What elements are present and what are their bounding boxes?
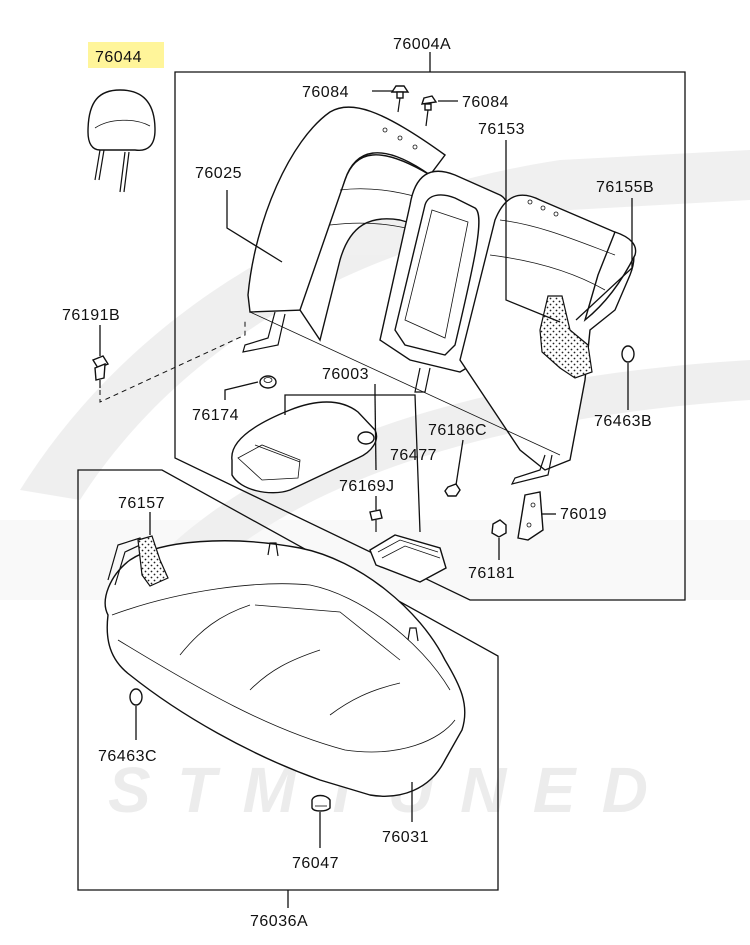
leader-lines bbox=[99, 52, 633, 908]
bracket-76019[interactable] bbox=[517, 491, 544, 541]
bolt-76191b[interactable] bbox=[91, 355, 110, 388]
label-76157[interactable]: 76157 bbox=[118, 495, 165, 512]
label-76031[interactable]: 76031 bbox=[382, 829, 429, 846]
armrest-part[interactable] bbox=[231, 401, 378, 494]
label-76084-right[interactable]: 76084 bbox=[462, 94, 509, 111]
label-76019[interactable]: 76019 bbox=[560, 506, 607, 523]
clip-76174[interactable] bbox=[259, 375, 277, 389]
trim-bracket-part[interactable] bbox=[539, 295, 593, 379]
label-76153[interactable]: 76153 bbox=[478, 121, 525, 138]
hinge-bracket-76477[interactable] bbox=[369, 534, 447, 583]
headrest-part[interactable] bbox=[87, 89, 156, 193]
label-76463c[interactable]: 76463C bbox=[98, 748, 157, 765]
label-76044[interactable]: 76044 bbox=[95, 49, 142, 66]
seatback-assembly-frame bbox=[174, 71, 686, 601]
nut-76186c[interactable] bbox=[444, 483, 461, 497]
screw-76169j[interactable] bbox=[369, 509, 383, 532]
label-76181[interactable]: 76181 bbox=[468, 565, 515, 582]
ring-76463c[interactable] bbox=[129, 688, 143, 706]
nut-76181[interactable] bbox=[491, 519, 507, 538]
label-76174[interactable]: 76174 bbox=[192, 407, 239, 424]
label-76191b[interactable]: 76191B bbox=[62, 307, 120, 324]
label-76084-left[interactable]: 76084 bbox=[302, 84, 349, 101]
label-76047[interactable]: 76047 bbox=[292, 855, 339, 872]
label-76463b[interactable]: 76463B bbox=[594, 413, 652, 430]
bolt-76084-upper[interactable] bbox=[390, 85, 410, 113]
label-76036a[interactable]: 76036A bbox=[250, 913, 308, 930]
label-76186c[interactable]: 76186C bbox=[428, 422, 487, 439]
label-76155b[interactable]: 76155B bbox=[596, 179, 654, 196]
label-76169j[interactable]: 76169J bbox=[339, 478, 395, 495]
ring-76463b[interactable] bbox=[621, 345, 635, 363]
cushion-trim-76157[interactable] bbox=[107, 535, 169, 587]
highlight-76044 bbox=[88, 42, 164, 68]
seatback-hook-left bbox=[242, 311, 286, 353]
dashed-leader bbox=[99, 318, 246, 403]
seatback-bottom-edge bbox=[249, 311, 561, 456]
label-76477[interactable]: 76477 bbox=[390, 447, 437, 464]
seat-cushion-part[interactable] bbox=[104, 540, 466, 797]
label-76003[interactable]: 76003 bbox=[322, 366, 369, 383]
label-76004a[interactable]: 76004A bbox=[393, 36, 451, 53]
clip-76047[interactable] bbox=[311, 794, 331, 812]
cushion-assembly-frame bbox=[77, 469, 499, 891]
label-76025[interactable]: 76025 bbox=[195, 165, 242, 182]
bolt-76084-lower[interactable] bbox=[420, 95, 438, 127]
seatback-hook-right bbox=[510, 454, 553, 485]
